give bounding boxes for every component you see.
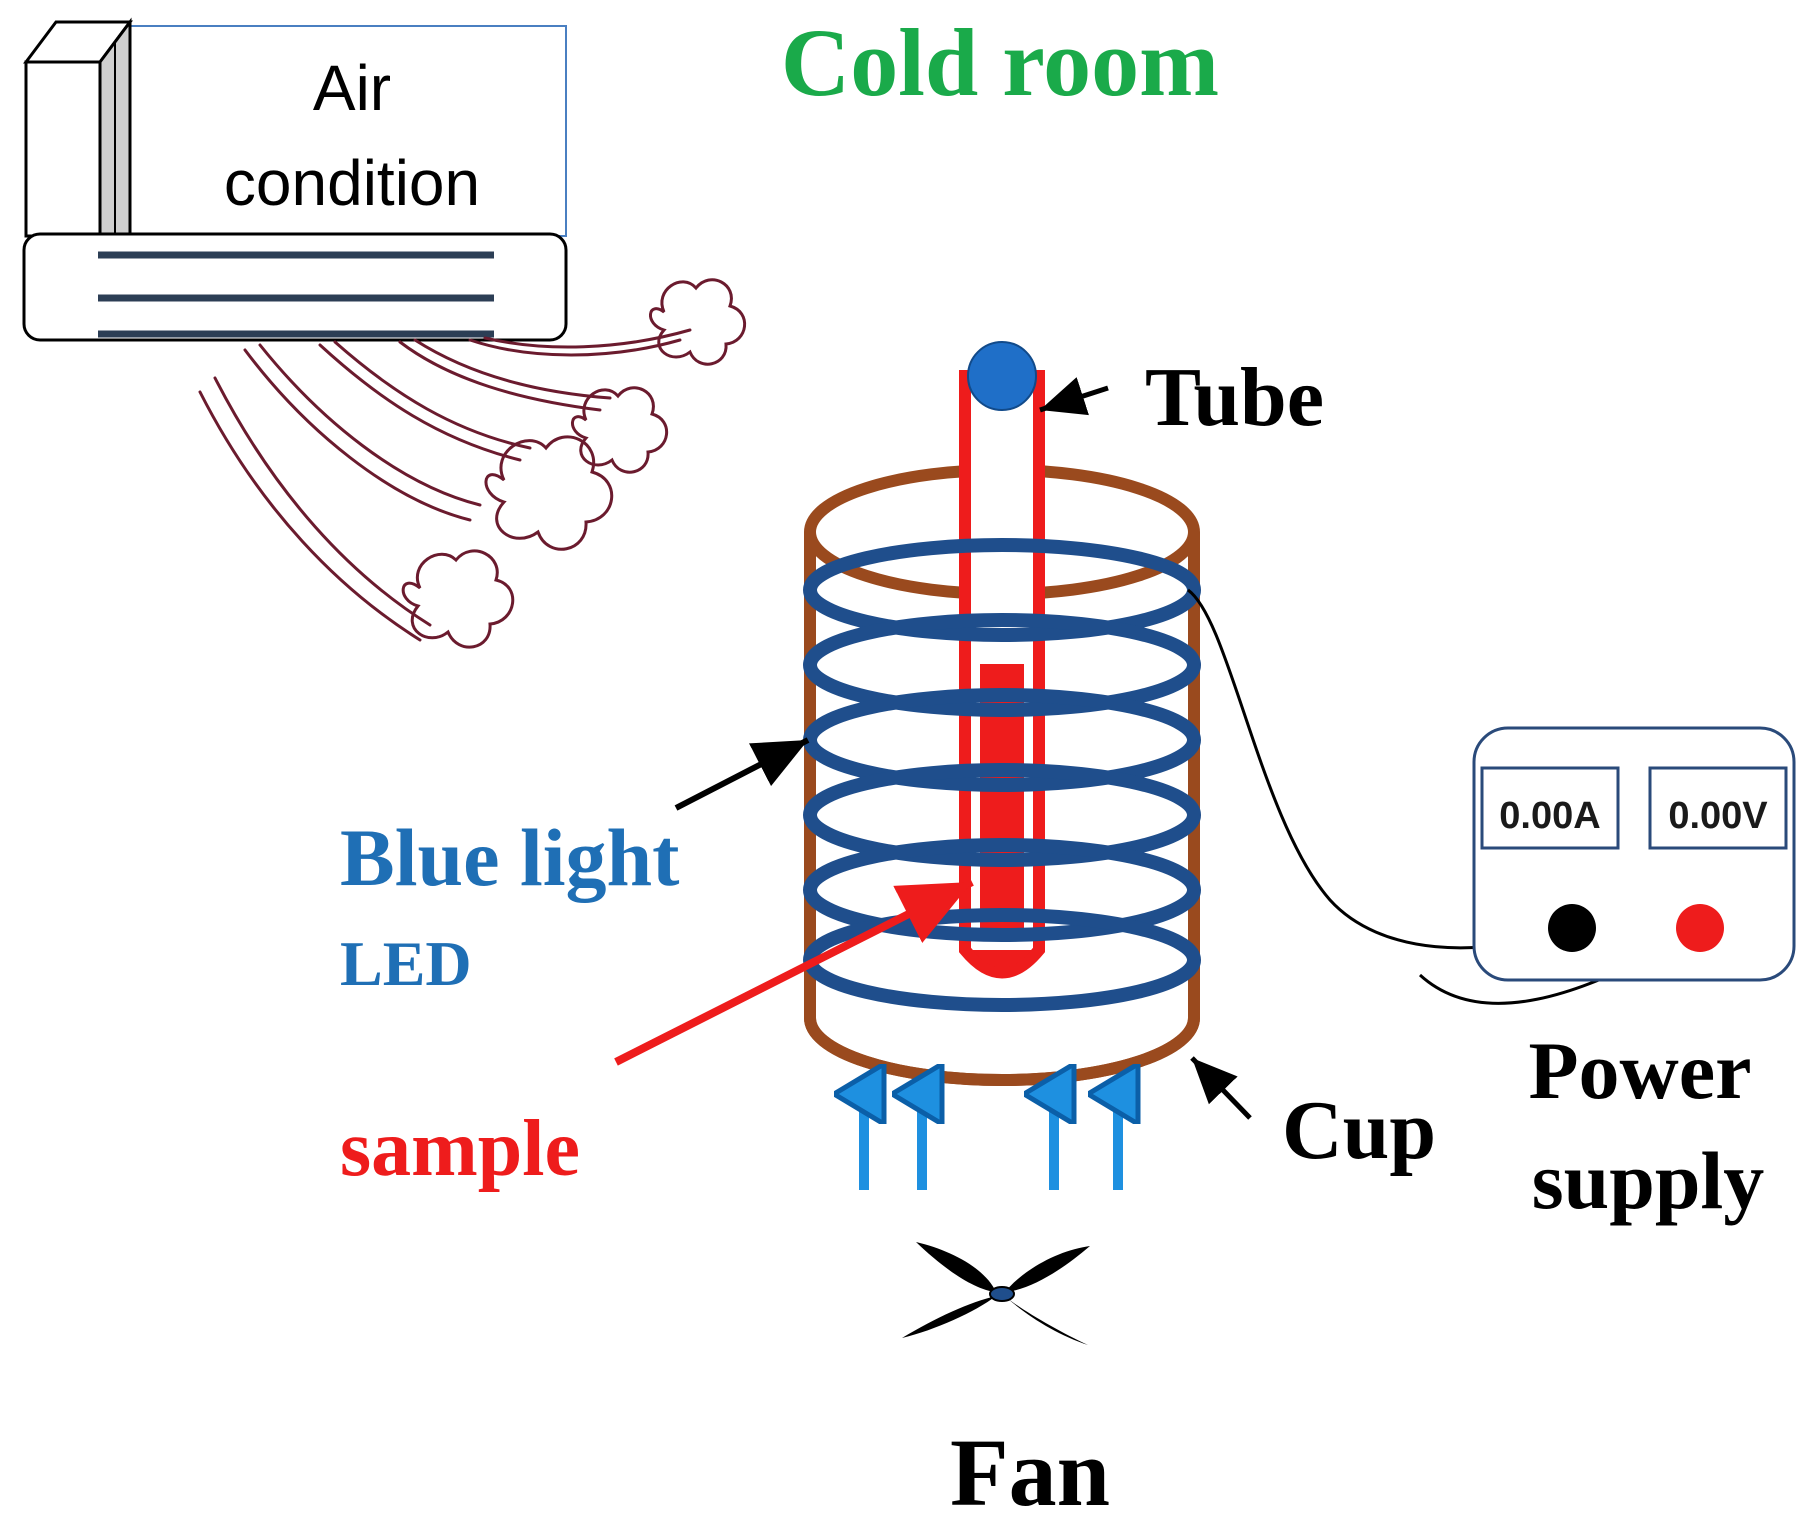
power-supply-label-line2: supply xyxy=(1532,1135,1765,1226)
fan-icon xyxy=(902,1242,1090,1345)
blue-led-coil xyxy=(803,538,1201,1012)
cup-label: Cup xyxy=(1282,1084,1436,1177)
air-puff xyxy=(484,435,614,551)
black-terminal xyxy=(1548,904,1596,952)
voltage-readout: 0.00V xyxy=(1668,795,1768,837)
tube-label: Tube xyxy=(1145,351,1324,444)
blue-light-pointer-arrow xyxy=(674,737,810,811)
ac-unit-body xyxy=(22,232,568,342)
power-supply: 0.00A 0.00V xyxy=(1472,726,1796,982)
cup-bottom xyxy=(804,1017,1200,1086)
cup-pointer-arrow xyxy=(1190,1056,1252,1120)
red-terminal xyxy=(1676,904,1724,952)
cold-airflow xyxy=(198,278,747,649)
air-conditioner: Air condition xyxy=(22,17,568,342)
ac-label-box xyxy=(119,25,567,237)
ac-label-line1: Air xyxy=(313,52,391,124)
ac-side-panel xyxy=(24,60,102,238)
air-puff xyxy=(649,278,747,366)
sample-pointer-arrow xyxy=(614,878,974,1066)
cold-room-title: Cold room xyxy=(781,9,1219,116)
tube-pointer-arrow xyxy=(1039,377,1109,416)
ac-label-line2: condition xyxy=(224,147,480,219)
current-readout: 0.00A xyxy=(1499,795,1600,837)
fan-airflow-arrows xyxy=(864,1094,1118,1190)
current-display xyxy=(1480,766,1620,850)
power-supply-label-line1: Power xyxy=(1528,1025,1751,1116)
power-supply-body xyxy=(1472,726,1796,982)
air-puff xyxy=(401,549,515,649)
led-label: LED xyxy=(340,928,472,999)
tube-cap xyxy=(967,341,1037,411)
fan-label: Fan xyxy=(950,1419,1110,1517)
voltage-display xyxy=(1648,766,1788,850)
blue-light-label: Blue light xyxy=(340,812,679,903)
sample-label: sample xyxy=(340,1105,580,1193)
cup-front-bottom xyxy=(804,1017,1200,1086)
air-puff xyxy=(571,386,669,474)
